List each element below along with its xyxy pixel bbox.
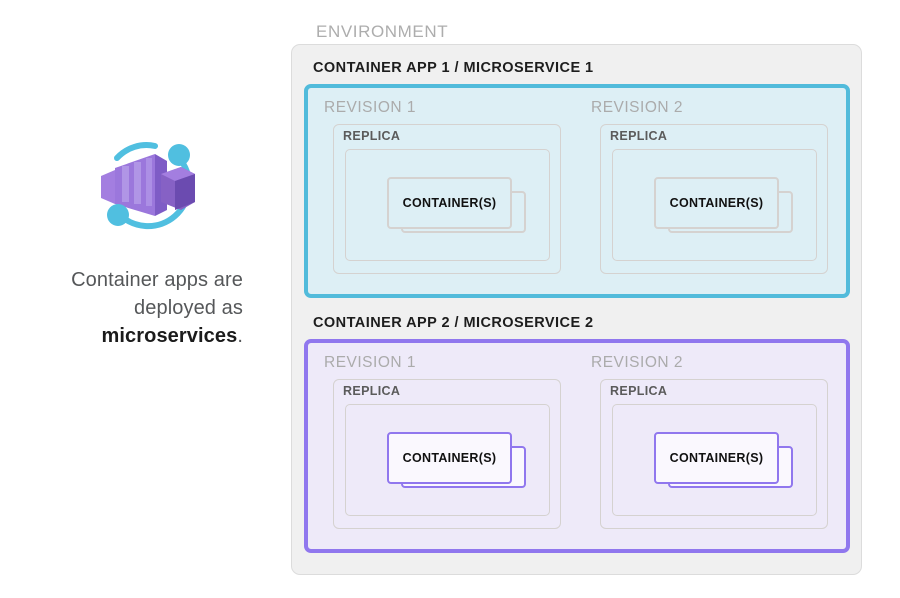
revision-label: REVISION 1 (324, 354, 416, 371)
container-app-1-panel: REVISION 1 REPLICA CONTAINER(S) REVISION… (304, 84, 850, 298)
container-app-1-header: CONTAINER APP 1 / MICROSERVICE 1 (313, 60, 594, 76)
environment-label: ENVIRONMENT (316, 22, 449, 41)
caption-emphasis: microservices (101, 325, 238, 347)
app1-revision-2: REVISION 2 REPLICA CONTAINER(S) (584, 97, 843, 283)
container-label: CONTAINER(S) (669, 196, 764, 210)
revision-label: REVISION 1 (324, 99, 416, 116)
caption-text: Container apps are deployed as microserv… (40, 266, 255, 350)
container-label: CONTAINER(S) (402, 451, 497, 465)
caption-line-3: microservices. (40, 322, 243, 350)
container-app-2-header: CONTAINER APP 2 / MICROSERVICE 2 (313, 315, 594, 331)
replica-box: REPLICA CONTAINER(S) (333, 124, 561, 274)
replica-box: REPLICA CONTAINER(S) (333, 379, 561, 529)
container-group: CONTAINER(S) (612, 404, 817, 516)
caption-period: . (237, 325, 243, 347)
replica-box: REPLICA CONTAINER(S) (600, 379, 828, 529)
app1-revision-1: REVISION 1 REPLICA CONTAINER(S) (317, 97, 576, 283)
container-label: CONTAINER(S) (402, 196, 497, 210)
caption-line-1: Container apps are (71, 269, 243, 291)
container-box-front: CONTAINER(S) (387, 432, 512, 484)
replica-label: REPLICA (610, 384, 668, 398)
container-group: CONTAINER(S) (345, 404, 550, 516)
revision-label: REVISION 2 (591, 354, 683, 371)
container-group: CONTAINER(S) (612, 149, 817, 261)
container-box-front: CONTAINER(S) (387, 177, 512, 229)
container-label: CONTAINER(S) (669, 451, 764, 465)
container-app-2-panel: REVISION 1 REPLICA CONTAINER(S) REVISION… (304, 339, 850, 553)
revision-label: REVISION 2 (591, 99, 683, 116)
caption-line-2: deployed as (134, 297, 243, 319)
replica-label: REPLICA (343, 384, 401, 398)
azure-container-apps-icon (93, 130, 203, 240)
app2-revision-2: REVISION 2 REPLICA CONTAINER(S) (584, 352, 843, 538)
app2-revision-1: REVISION 1 REPLICA CONTAINER(S) (317, 352, 576, 538)
container-box-front: CONTAINER(S) (654, 432, 779, 484)
replica-label: REPLICA (610, 129, 668, 143)
replica-label: REPLICA (343, 129, 401, 143)
container-group: CONTAINER(S) (345, 149, 550, 261)
replica-box: REPLICA CONTAINER(S) (600, 124, 828, 274)
explanation-block: Container apps are deployed as microserv… (40, 130, 255, 350)
container-box-front: CONTAINER(S) (654, 177, 779, 229)
environment-panel: CONTAINER APP 1 / MICROSERVICE 1 REVISIO… (291, 44, 862, 575)
